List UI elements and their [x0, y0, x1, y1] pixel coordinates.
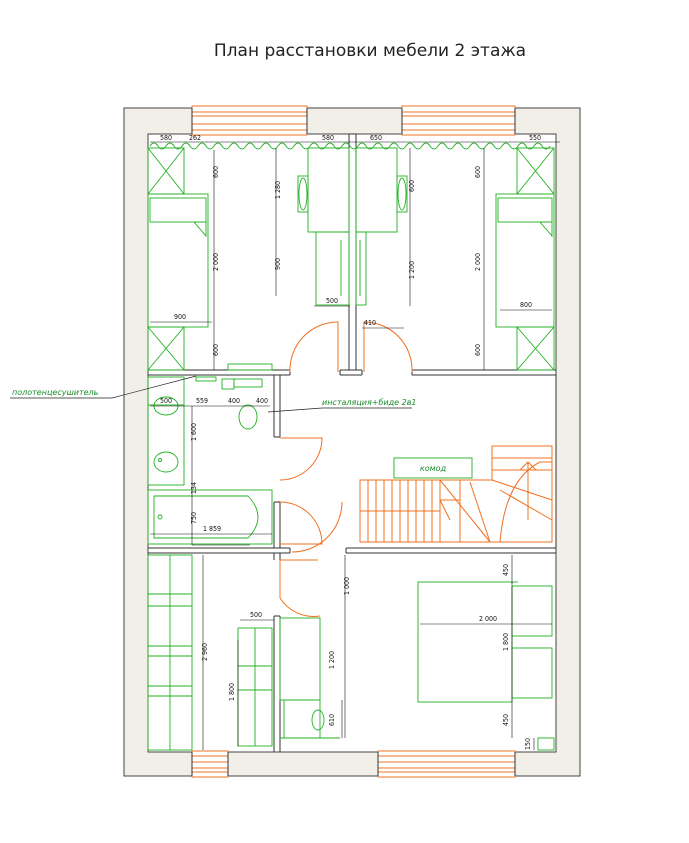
dim-610: 610 [328, 714, 336, 726]
dim-134: 134 [190, 482, 198, 494]
dim-600-desk-right: 600 [408, 180, 416, 192]
dim-600-left-top: 600 [212, 166, 220, 178]
towel-dryer-callout: полотенцесушитель [12, 388, 99, 397]
dim-500-bath: 500 [160, 397, 172, 405]
staircase [359, 445, 553, 543]
dim-2000-right: 2 000 [474, 253, 482, 271]
dim-150: 150 [524, 738, 532, 750]
installation-callout: инсталяция+биде 2в1 [322, 398, 417, 407]
dresser-label: комод [420, 464, 447, 473]
dim-400-a: 400 [228, 397, 240, 405]
dim-1800-closet: 1 800 [228, 683, 236, 701]
dim-600-right-top: 600 [474, 166, 482, 178]
dim-600-left-bottom: 600 [212, 344, 220, 356]
dim-1280: 1 280 [274, 181, 282, 199]
bathroom-furniture [147, 376, 273, 545]
dim-600-right-bottom: 600 [474, 344, 482, 356]
dim-580-top-left: 580 [160, 134, 172, 142]
curtain-top [149, 142, 551, 150]
dim-400-b: 400 [256, 397, 268, 405]
dim-900-desk: 900 [274, 258, 282, 270]
dim-580-top-center: 580 [322, 134, 334, 142]
dim-500-closet: 500 [250, 611, 262, 619]
dim-550: 550 [529, 134, 541, 142]
plan-title: План расстановки мебели 2 этажа [214, 41, 526, 61]
dim-1600: 1 600 [190, 423, 198, 441]
dim-1859: 1 859 [203, 525, 221, 533]
dim-1800-master-bed: 1 800 [502, 633, 510, 651]
dim-2000-left: 2 000 [212, 253, 220, 271]
dim-1000: 1 000 [343, 577, 351, 595]
dim-750: 750 [190, 512, 198, 524]
dim-2000-master-bed: 2 000 [479, 615, 497, 623]
dim-2960: 2 960 [201, 643, 209, 661]
dim-900-bed: 900 [174, 313, 186, 321]
dim-450-top: 450 [502, 564, 510, 576]
dim-800-bed: 800 [520, 301, 532, 309]
dim-650: 650 [370, 134, 382, 142]
dim-1200-desk-right: 1 200 [408, 261, 416, 279]
dim-1200-dresser: 1 200 [328, 651, 336, 669]
dimension-labels: 580 262 580 650 550 600 2 000 900 600 1 … [160, 134, 541, 750]
dim-262: 262 [189, 134, 201, 142]
windows [191, 105, 516, 778]
bedroom-right-furniture [355, 147, 555, 371]
callout-leaders [10, 375, 412, 413]
doors [279, 321, 413, 617]
dim-410: 410 [364, 319, 376, 327]
dim-450-bottom: 450 [502, 714, 510, 726]
bedroom-left-furniture [147, 147, 350, 371]
master-bedroom-furniture [279, 581, 555, 751]
closet-furniture [147, 554, 273, 751]
partitions [148, 133, 557, 752]
dresser [393, 457, 473, 479]
dimension-lines [150, 141, 560, 750]
dim-500-desk: 500 [326, 297, 338, 305]
dim-559: 559 [196, 397, 208, 405]
